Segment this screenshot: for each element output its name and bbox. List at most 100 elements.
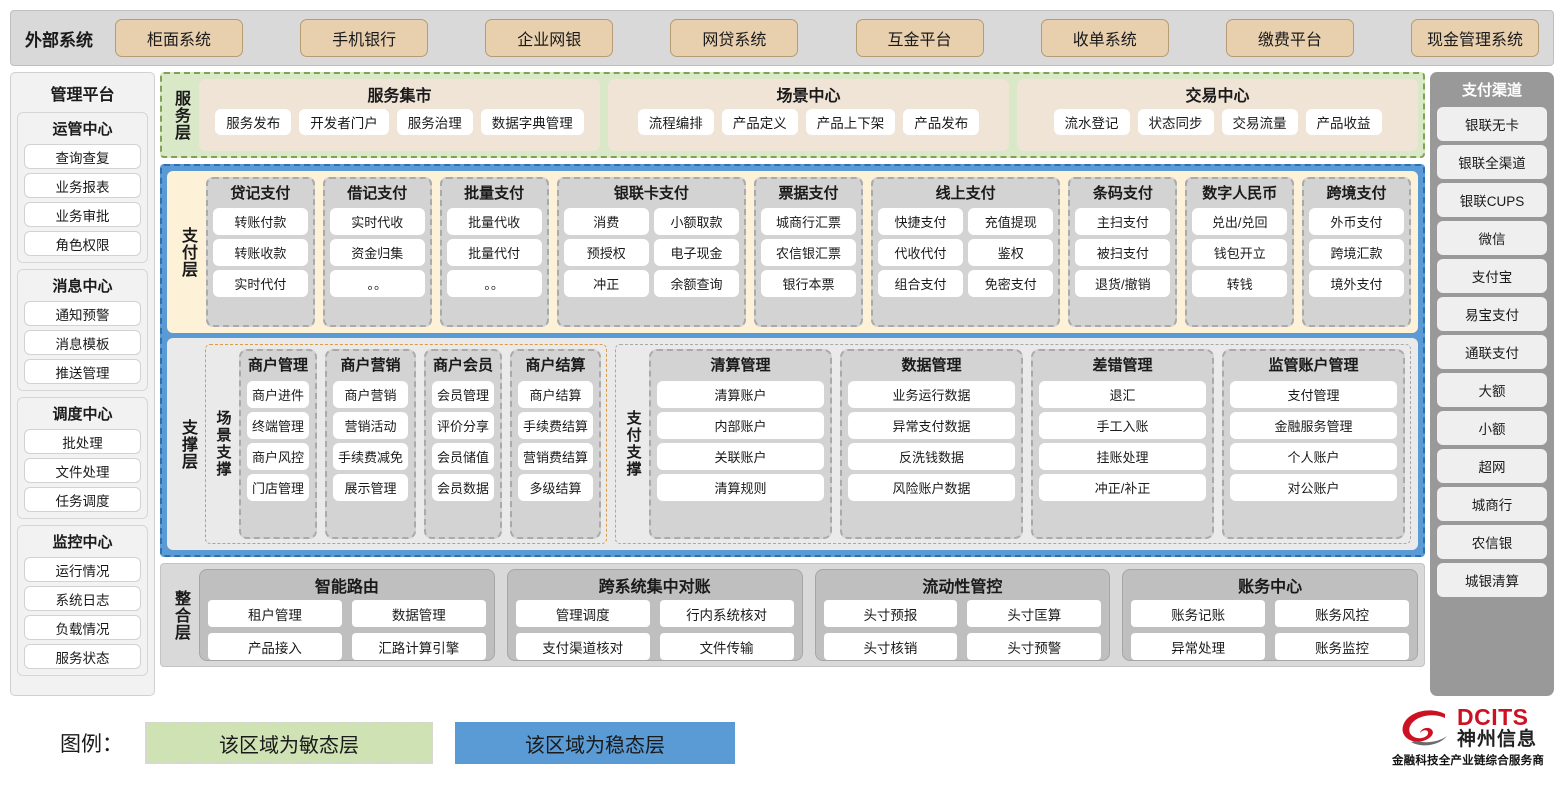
integration-item[interactable]: 头寸预警: [967, 633, 1102, 660]
payment-item[interactable]: 组合支付: [877, 270, 964, 297]
management-item[interactable]: 负载情况: [24, 615, 141, 640]
support-item[interactable]: 退汇: [1039, 381, 1207, 408]
support-item[interactable]: 营销费结算: [518, 443, 594, 470]
payment-channel-item[interactable]: 通联支付: [1437, 335, 1547, 369]
payment-item[interactable]: 消费: [563, 208, 649, 235]
management-item[interactable]: 业务审批: [24, 202, 141, 227]
payment-item[interactable]: 电子现金: [653, 239, 740, 266]
payment-item[interactable]: 被扫支付: [1075, 239, 1171, 266]
integration-item[interactable]: 文件传输: [659, 633, 794, 660]
payment-item[interactable]: 实时代收: [329, 208, 425, 235]
payment-channel-item[interactable]: 银联无卡: [1437, 107, 1547, 141]
support-item[interactable]: 会员管理: [432, 381, 495, 408]
payment-channel-item[interactable]: 支付宝: [1437, 259, 1547, 293]
support-item[interactable]: 手续费减免: [333, 443, 409, 470]
payment-item[interactable]: 转账付款: [213, 208, 308, 235]
payment-item[interactable]: 快捷支付: [877, 208, 964, 235]
service-item[interactable]: 产品定义: [721, 109, 798, 135]
service-item[interactable]: 产品收益: [1305, 109, 1382, 135]
support-item[interactable]: 会员储值: [432, 443, 495, 470]
support-item[interactable]: 个人账户: [1230, 443, 1397, 470]
payment-item[interactable]: 资金归集: [329, 239, 425, 266]
support-item[interactable]: 终端管理: [247, 412, 310, 439]
payment-channel-item[interactable]: 银联全渠道: [1437, 145, 1547, 179]
payment-channel-item[interactable]: 城银清算: [1437, 563, 1547, 597]
service-item[interactable]: 产品发布: [903, 109, 980, 135]
payment-item[interactable]: 外币支付: [1309, 208, 1404, 235]
payment-channel-item[interactable]: 城商行: [1437, 487, 1547, 521]
service-item[interactable]: 产品上下架: [805, 109, 896, 135]
external-system-chip[interactable]: 柜面系统: [115, 19, 243, 57]
service-item[interactable]: 流水登记: [1053, 109, 1130, 135]
management-item[interactable]: 任务调度: [24, 487, 141, 512]
service-item[interactable]: 服务发布: [215, 109, 292, 135]
external-system-chip[interactable]: 现金管理系统: [1410, 19, 1539, 57]
management-item[interactable]: 文件处理: [24, 458, 141, 483]
support-item[interactable]: 会员数据: [432, 474, 495, 501]
external-system-chip[interactable]: 企业网银: [485, 19, 614, 57]
payment-channel-item[interactable]: 小额: [1437, 411, 1547, 445]
payment-channel-item[interactable]: 农信银: [1437, 525, 1547, 559]
support-item[interactable]: 业务运行数据: [848, 381, 1016, 408]
external-system-chip[interactable]: 网贷系统: [670, 19, 799, 57]
support-item[interactable]: 营销活动: [333, 412, 409, 439]
support-item[interactable]: 异常支付数据: [848, 412, 1016, 439]
integration-item[interactable]: 账务风控: [1275, 600, 1409, 627]
external-system-chip[interactable]: 收单系统: [1040, 19, 1169, 57]
payment-item[interactable]: 主扫支付: [1075, 208, 1171, 235]
payment-item[interactable]: 城商行汇票: [761, 208, 856, 235]
service-item[interactable]: 服务治理: [396, 109, 473, 135]
payment-item[interactable]: 兑出/兑回: [1192, 208, 1288, 235]
payment-item[interactable]: 退货/撤销: [1075, 270, 1171, 297]
payment-item[interactable]: 钱包开立: [1192, 239, 1288, 266]
payment-item[interactable]: 。。: [329, 270, 425, 297]
support-item[interactable]: 关联账户: [657, 443, 825, 470]
integration-item[interactable]: 数据管理: [351, 600, 486, 627]
payment-channel-item[interactable]: 易宝支付: [1437, 297, 1547, 331]
payment-item[interactable]: 预授权: [563, 239, 649, 266]
integration-item[interactable]: 异常处理: [1131, 633, 1266, 660]
support-item[interactable]: 商户风控: [247, 443, 310, 470]
support-item[interactable]: 手工入账: [1039, 412, 1207, 439]
payment-item[interactable]: 转账收款: [213, 239, 308, 266]
management-item[interactable]: 查询查复: [24, 144, 141, 169]
integration-item[interactable]: 账务记账: [1131, 600, 1266, 627]
support-item[interactable]: 手续费结算: [518, 412, 594, 439]
integration-item[interactable]: 产品接入: [208, 633, 342, 660]
payment-item[interactable]: 代收代付: [877, 239, 964, 266]
management-item[interactable]: 系统日志: [24, 586, 141, 611]
payment-item[interactable]: 免密支付: [968, 270, 1054, 297]
integration-item[interactable]: 管理调度: [515, 600, 650, 627]
external-system-chip[interactable]: 手机银行: [300, 19, 429, 57]
service-item[interactable]: 流程编排: [637, 109, 714, 135]
payment-item[interactable]: 。。: [446, 270, 542, 297]
external-system-chip[interactable]: 互金平台: [855, 19, 984, 57]
integration-item[interactable]: 头寸核销: [823, 633, 958, 660]
integration-item[interactable]: 支付渠道核对: [515, 633, 650, 660]
support-item[interactable]: 清算规则: [657, 474, 825, 501]
management-item[interactable]: 消息模板: [24, 330, 141, 355]
support-item[interactable]: 展示管理: [333, 474, 409, 501]
support-item[interactable]: 评价分享: [432, 412, 495, 439]
support-item[interactable]: 挂账处理: [1039, 443, 1207, 470]
support-item[interactable]: 门店管理: [247, 474, 310, 501]
payment-item[interactable]: 批量代付: [446, 239, 542, 266]
management-item[interactable]: 业务报表: [24, 173, 141, 198]
service-item[interactable]: 开发者门户: [299, 109, 389, 135]
payment-item[interactable]: 跨境汇款: [1309, 239, 1404, 266]
payment-channel-item[interactable]: 超网: [1437, 449, 1547, 483]
payment-channel-item[interactable]: 银联CUPS: [1437, 183, 1547, 217]
support-item[interactable]: 反洗钱数据: [848, 443, 1016, 470]
management-item[interactable]: 服务状态: [24, 644, 141, 669]
management-item[interactable]: 通知预警: [24, 301, 141, 326]
integration-item[interactable]: 头寸匡算: [967, 600, 1102, 627]
integration-item[interactable]: 行内系统核对: [659, 600, 794, 627]
service-item[interactable]: 数据字典管理: [480, 109, 584, 135]
support-item[interactable]: 冲正/补正: [1039, 474, 1207, 501]
support-item[interactable]: 风险账户数据: [848, 474, 1016, 501]
management-item[interactable]: 角色权限: [24, 231, 141, 256]
support-item[interactable]: 对公账户: [1230, 474, 1397, 501]
payment-item[interactable]: 转钱: [1192, 270, 1288, 297]
integration-item[interactable]: 头寸预报: [823, 600, 958, 627]
payment-item[interactable]: 批量代收: [446, 208, 542, 235]
